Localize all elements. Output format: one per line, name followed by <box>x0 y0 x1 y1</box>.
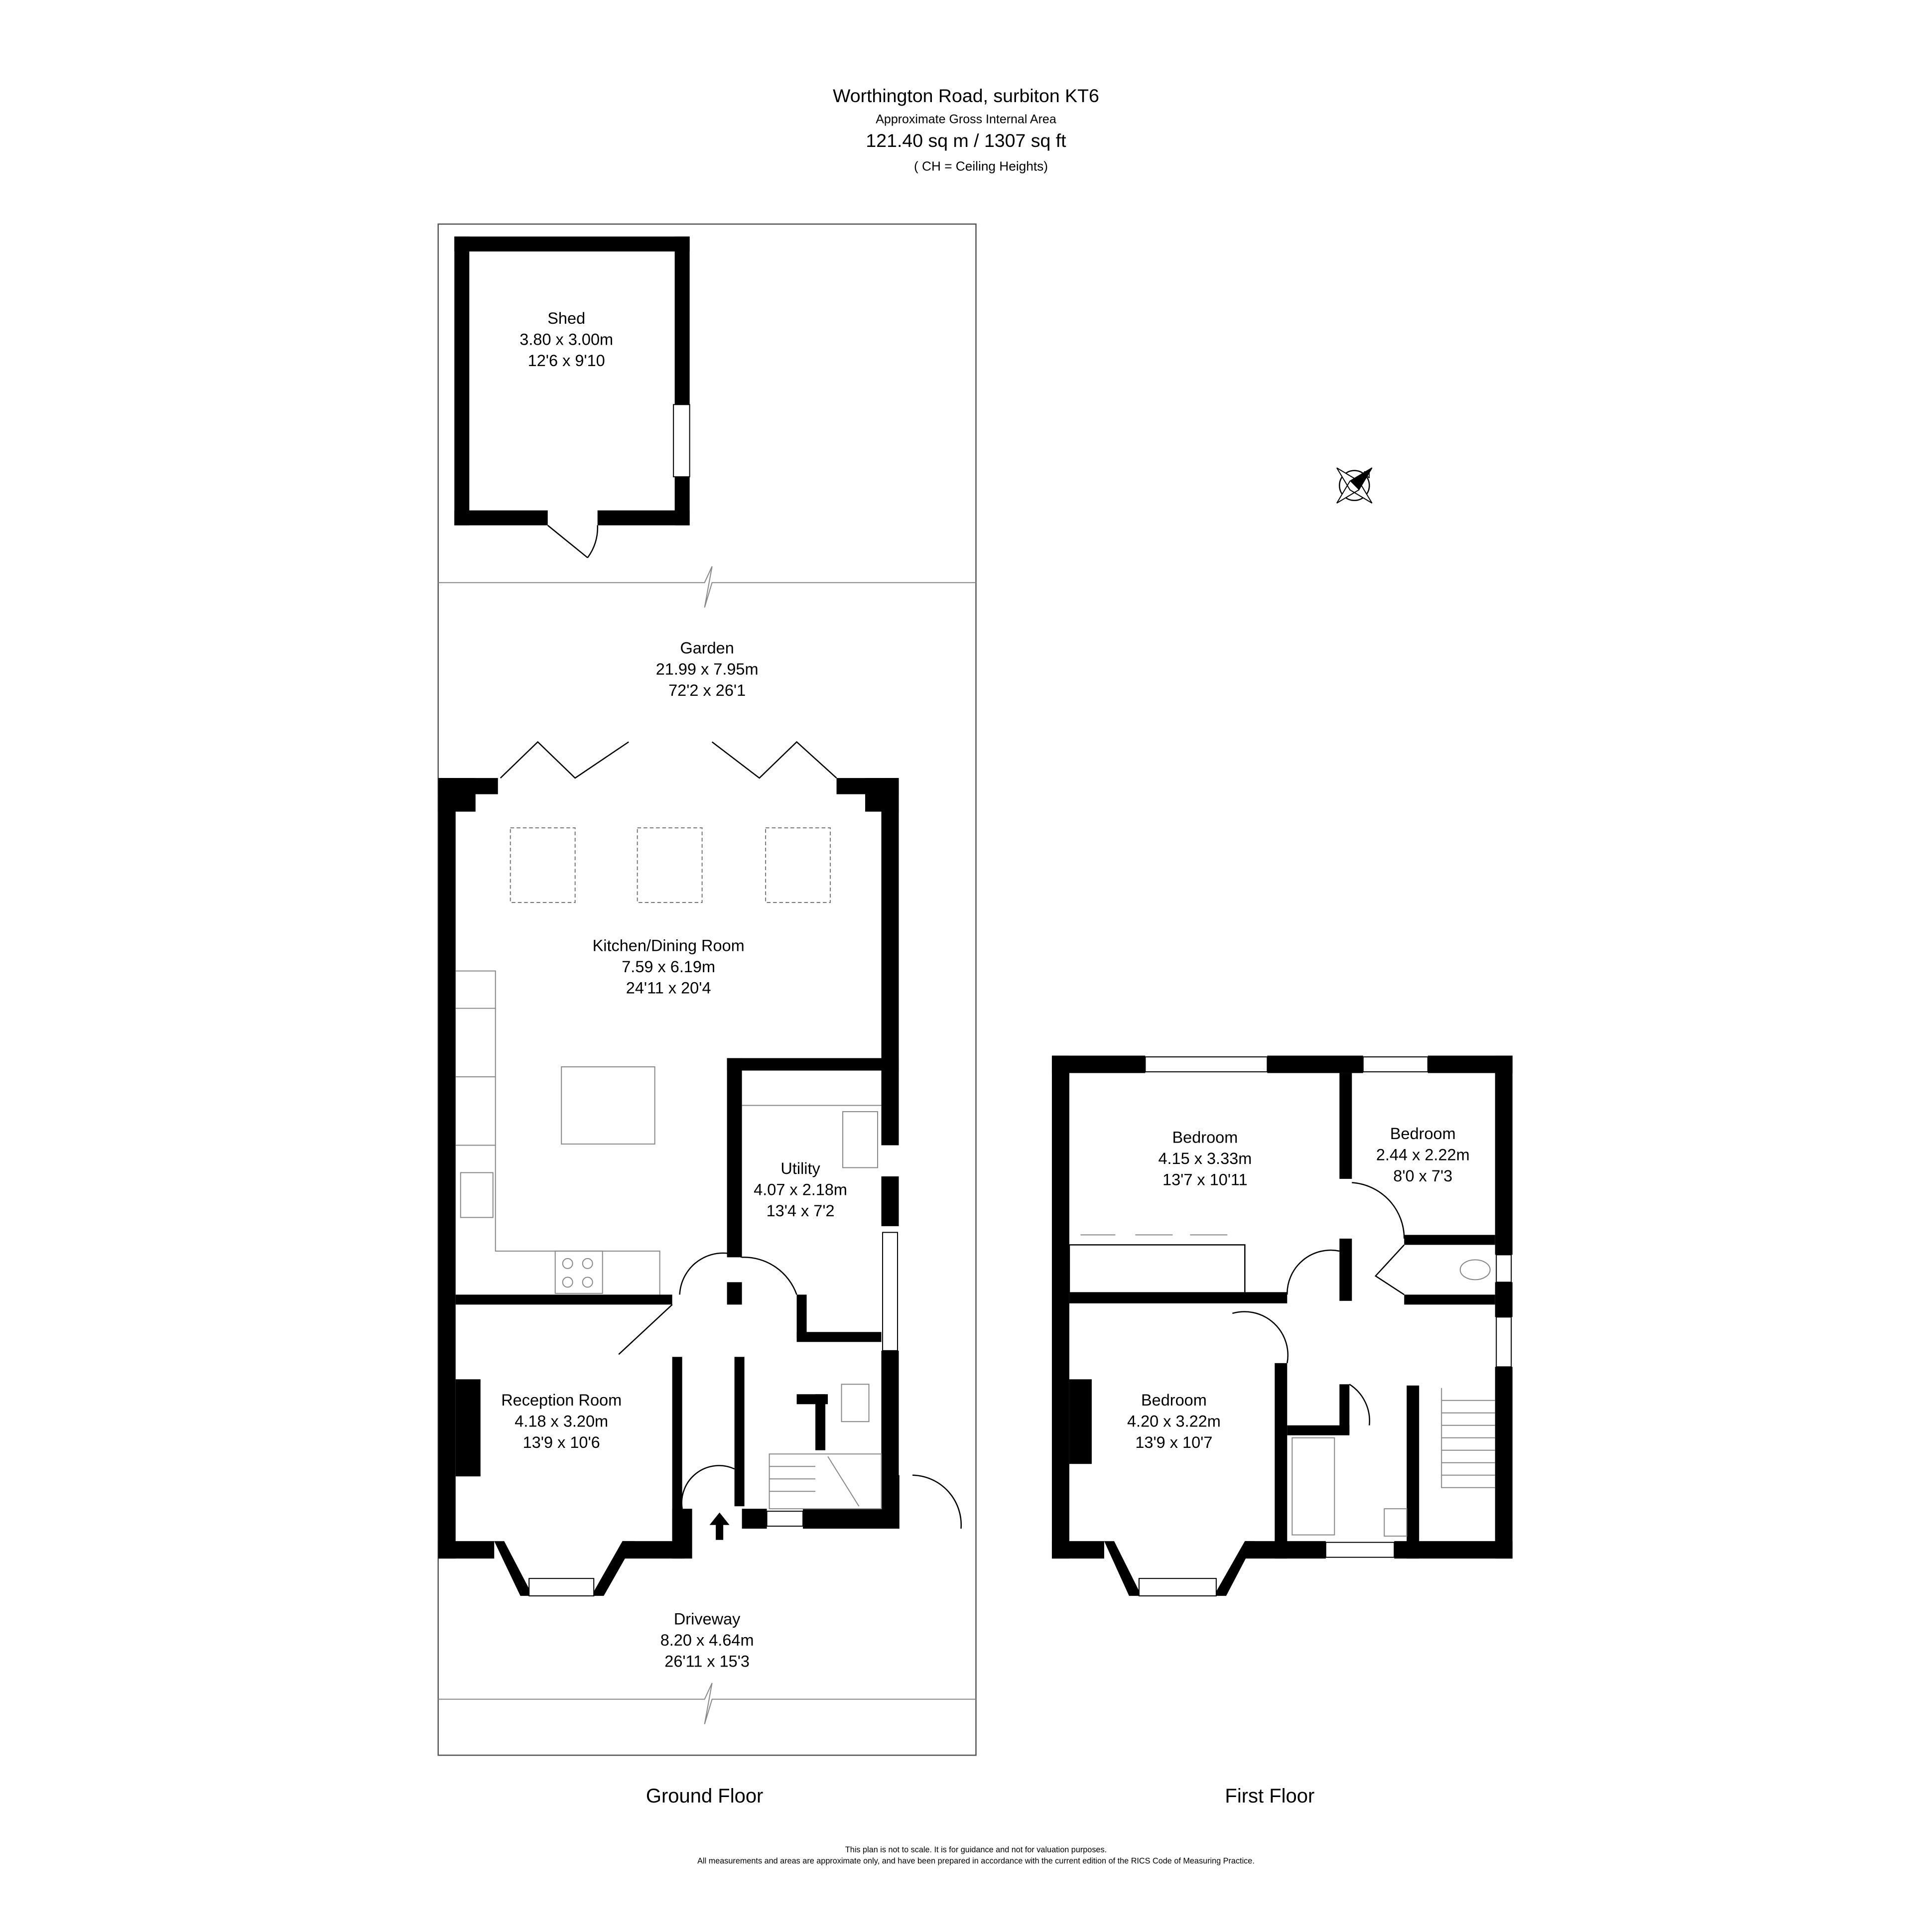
plan-title: Worthington Road, surbiton KT6 <box>833 85 1099 106</box>
svg-text:26'11 x 15'3: 26'11 x 15'3 <box>664 1653 750 1671</box>
svg-text:4.07 x 2.18m: 4.07 x 2.18m <box>754 1180 847 1198</box>
basin-icon <box>1384 1508 1408 1537</box>
svg-text:13'9 x 10'7: 13'9 x 10'7 <box>1135 1433 1212 1451</box>
disclaimer-2: All measurements and areas are approxima… <box>697 1857 1255 1866</box>
plan-subtitle: Approximate Gross Internal Area <box>876 112 1056 126</box>
svg-text:Garden: Garden <box>680 639 734 657</box>
svg-text:72'2 x 26'1: 72'2 x 26'1 <box>668 681 746 699</box>
svg-text:Utility: Utility <box>780 1159 820 1177</box>
entrance-arrow-icon <box>709 1512 730 1540</box>
room-label-kitchen: Kitchen/Dining Room 7.59 x 6.19m 24'11 x 2… <box>593 937 745 997</box>
stairs <box>769 1453 882 1510</box>
kitchen-units <box>455 970 882 1295</box>
svg-text:21.99 x 7.95m: 21.99 x 7.95m <box>656 660 759 678</box>
plan-area: 121.40 sq m / 1307 sq ft <box>866 130 1066 151</box>
first-floor-plan: Bedroom 4.15 x 3.33m 13'7 x 10'11 Bedroom 2… <box>1051 1055 1513 1807</box>
disclaimer-1: This plan is not to scale. It is for gui… <box>845 1845 1107 1854</box>
compass-label: N <box>1363 470 1370 481</box>
ground-floor-label: Ground Floor <box>646 1785 763 1807</box>
ground-floor-walls <box>438 778 899 1597</box>
compass-north-icon <box>1336 467 1373 504</box>
first-floor-label: First Floor <box>1225 1785 1314 1807</box>
svg-text:3.80 x 3.00m: 3.80 x 3.00m <box>519 330 613 348</box>
bifold-doors <box>500 741 837 779</box>
skylights <box>510 827 831 903</box>
room-label-reception: Reception Room 4.18 x 3.20m 13'9 x 10'6 <box>501 1391 622 1451</box>
garden-divider <box>438 566 976 608</box>
svg-text:8.20 x 4.64m: 8.20 x 4.64m <box>660 1631 754 1649</box>
svg-text:4.15 x 3.33m: 4.15 x 3.33m <box>1158 1150 1252 1167</box>
svg-text:Reception Room: Reception Room <box>501 1391 622 1409</box>
toilet-icon <box>841 1384 870 1422</box>
room-label-bedroom-1: Bedroom 4.15 x 3.33m 13'7 x 10'11 <box>1158 1128 1252 1188</box>
svg-text:Bedroom: Bedroom <box>1390 1125 1456 1143</box>
room-label-driveway: Driveway 8.20 x 4.64m 26'11 x 15'3 <box>660 1610 754 1671</box>
stairs-first-floor <box>1441 1388 1495 1488</box>
svg-text:13'9 x 10'6: 13'9 x 10'6 <box>523 1433 600 1451</box>
svg-text:2.44 x 2.22m: 2.44 x 2.22m <box>1376 1146 1470 1163</box>
svg-text:Driveway: Driveway <box>674 1610 741 1628</box>
ground-floor-plan: Shed 3.80 x 3.00m 12'6 x 9'10 Garden 21.99 … <box>437 223 977 1807</box>
room-label-garden: Garden 21.99 x 7.95m 72'2 x 26'1 <box>656 639 759 699</box>
doors-first-floor <box>1232 1182 1405 1425</box>
svg-text:Bedroom: Bedroom <box>1172 1128 1238 1146</box>
svg-text:4.18 x 3.20m: 4.18 x 3.20m <box>515 1412 608 1430</box>
toilet-icon-first-floor <box>1459 1259 1491 1281</box>
plan-note: ( CH = Ceiling Heights) <box>914 158 1048 173</box>
doors <box>618 1252 962 1529</box>
kitchen-island <box>561 1066 655 1145</box>
room-label-shed: Shed 3.80 x 3.00m 12'6 x 9'10 <box>519 309 613 370</box>
shed <box>454 236 690 558</box>
svg-text:13'7 x 10'11: 13'7 x 10'11 <box>1162 1170 1248 1188</box>
wardrobe <box>1068 1244 1246 1292</box>
room-label-bedroom-3: Bedroom 4.20 x 3.22m 13'9 x 10'7 <box>1127 1391 1221 1451</box>
room-label-bedroom-2: Bedroom 2.44 x 2.22m 8'0 x 7'3 <box>1376 1125 1470 1185</box>
bath-icon <box>1291 1437 1335 1536</box>
svg-text:24'11 x 20'4: 24'11 x 20'4 <box>626 979 711 997</box>
svg-text:4.20 x 3.22m: 4.20 x 3.22m <box>1127 1412 1221 1430</box>
svg-text:13'4 x 7'2: 13'4 x 7'2 <box>767 1202 835 1220</box>
svg-text:8'0 x 7'3: 8'0 x 7'3 <box>1393 1167 1452 1185</box>
svg-text:Shed: Shed <box>547 309 585 327</box>
svg-text:Bedroom: Bedroom <box>1141 1391 1207 1409</box>
svg-text:12'6 x 9'10: 12'6 x 9'10 <box>528 352 605 370</box>
svg-text:7.59 x 6.19m: 7.59 x 6.19m <box>622 958 715 976</box>
room-label-utility: Utility 4.07 x 2.18m 13'4 x 7'2 <box>754 1159 847 1220</box>
driveway-divider <box>438 1682 976 1724</box>
svg-text:Kitchen/Dining Room: Kitchen/Dining Room <box>593 937 745 955</box>
